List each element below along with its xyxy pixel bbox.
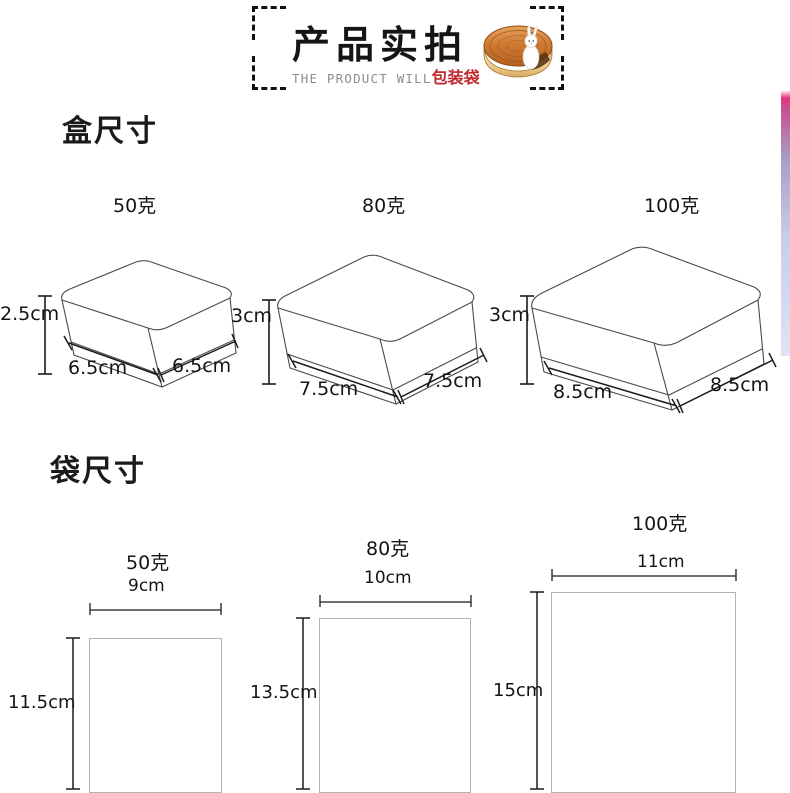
box-height-label-80g: 3cm xyxy=(231,305,273,327)
box-height-dimension-80g xyxy=(262,299,276,385)
box-height-dimension-100g xyxy=(520,295,534,385)
box-depth-label-100g: 8.5cm xyxy=(710,374,770,396)
box-depth-label-50g: 6.5cm xyxy=(172,355,232,377)
bag-weight-label-50g: 50克 xyxy=(126,552,170,574)
bag-height-label-50g: 11.5cm xyxy=(8,692,76,713)
header-banner: 产品实拍 THE PRODUCT WILL包装袋 xyxy=(248,2,568,94)
box-section-title: 盒尺寸 xyxy=(62,114,158,149)
box-weight-label-50g: 50克 xyxy=(113,195,157,217)
corner-bracket-bottom-right-icon xyxy=(530,56,564,90)
bag-weight-label-100g: 100克 xyxy=(632,513,688,535)
bag-height-label-80g: 13.5cm xyxy=(250,682,318,703)
header-subtitle-english: THE PRODUCT WILL xyxy=(292,71,432,86)
mooncake-rabbit-icon xyxy=(483,25,553,78)
bag-width-dimension-100g xyxy=(551,569,737,581)
box-width-dimensions-100g xyxy=(543,352,777,414)
box-weight-label-80g: 80克 xyxy=(362,195,406,217)
bag-height-label-100g: 15cm xyxy=(493,680,544,701)
bag-height-dimension-80g xyxy=(296,617,310,790)
box-weight-label-100g: 100克 xyxy=(644,195,700,217)
bag-section-title: 袋尺寸 xyxy=(50,454,146,489)
box-drawing-80g xyxy=(277,254,479,405)
bag-width-label-100g: 11cm xyxy=(637,552,685,572)
box-height-label-100g: 3cm xyxy=(489,304,531,326)
box-width-label-80g: 7.5cm xyxy=(299,378,359,400)
box-width-dimensions-80g xyxy=(287,347,488,405)
box-width-label-50g: 6.5cm xyxy=(68,357,128,379)
header-title: 产品实拍 xyxy=(292,23,469,67)
header-subtitle-chinese: 包装袋 xyxy=(431,68,480,87)
bag-rectangle-80g xyxy=(319,618,471,793)
edge-strip-gradient xyxy=(781,90,790,356)
box-width-label-100g: 8.5cm xyxy=(553,381,613,403)
box-height-dimension-50g xyxy=(38,295,52,375)
box-width-dimensions-50g xyxy=(63,333,239,383)
box-depth-label-80g: 7.5cm xyxy=(423,370,483,392)
adjacent-image-edge-strip xyxy=(781,90,790,356)
bag-width-dimension-80g xyxy=(319,595,472,607)
bag-height-dimension-50g xyxy=(66,637,80,790)
header-subtitle: THE PRODUCT WILL包装袋 xyxy=(292,64,480,88)
bag-height-dimension-100g xyxy=(530,591,544,790)
bag-width-label-50g: 9cm xyxy=(128,576,165,596)
bag-rectangle-100g xyxy=(551,592,736,793)
bag-width-dimension-50g xyxy=(89,603,222,615)
box-drawing-50g xyxy=(61,260,237,388)
corner-bracket-top-left-icon xyxy=(252,6,286,40)
bag-width-label-80g: 10cm xyxy=(364,568,412,588)
corner-bracket-top-right-icon xyxy=(530,6,564,40)
bag-weight-label-80g: 80克 xyxy=(366,538,410,560)
box-height-label-50g: 2.5cm xyxy=(0,303,60,325)
bag-rectangle-50g xyxy=(89,638,222,793)
corner-bracket-bottom-left-icon xyxy=(252,56,286,90)
